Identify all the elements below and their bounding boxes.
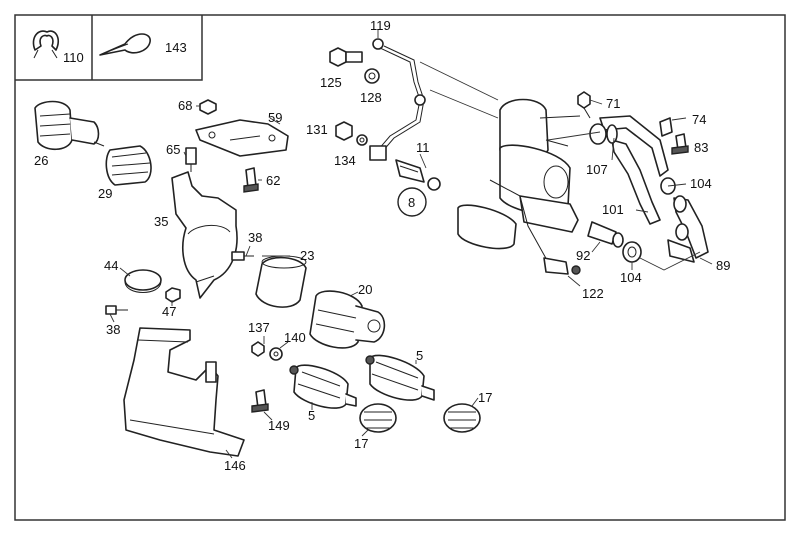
callout-74: 74 [692,112,706,127]
part-71-fitting [577,91,591,119]
part-fitting-sleeve [369,145,387,161]
callout-128: 128 [360,90,382,105]
callout-149: 149 [268,418,290,433]
callout-89: 89 [716,258,730,273]
callout-68: 68 [178,98,192,113]
part-137-nut [251,341,265,357]
part-128-washer [364,68,380,84]
callout-119: 119 [370,18,391,33]
callout-leaders [109,30,713,459]
part-23-ring [255,255,307,308]
part-92-hose-piece [587,221,624,248]
outer-frame [14,14,786,521]
part-104-clamp-b [622,241,642,263]
callout-38-a: 38 [248,230,262,245]
part-29-sleeve [105,145,152,186]
part-134-washer [356,134,368,146]
clip-icon [32,30,60,59]
part-38-screw-b [105,305,128,315]
part-62-screw [243,167,259,193]
part-125-banjo-bolt [329,47,363,67]
part-122-sensor [457,179,581,275]
callout-134: 134 [334,153,356,168]
callout-5-right: 5 [416,348,423,363]
callout-101: 101 [602,202,624,217]
callout-44: 44 [104,258,118,273]
part-11-check-valve [395,159,425,183]
part-washer-small [427,177,441,191]
callout-29: 29 [98,186,112,201]
callout-140: 140 [284,330,306,345]
part-131-nut [335,121,353,141]
part-146-guard-shield [123,327,245,457]
callout-8: 8 [408,195,415,210]
callout-104-lower: 104 [620,270,642,285]
callout-62: 62 [266,173,280,188]
part-20-fuel-filter [309,290,386,349]
callout-71: 71 [606,96,620,111]
part-5-fuel-pump-b [365,354,435,401]
callout-11: 11 [416,140,430,155]
callout-65: 65 [166,142,180,157]
callout-104-upper: 104 [690,176,712,191]
callout-59: 59 [268,110,282,125]
part-83-screw [671,133,689,155]
part-44-hose-clamp [124,269,162,293]
part-26-rubber-boot [34,100,105,151]
callout-23: 23 [300,248,314,263]
part-17-clamp-b [443,403,481,433]
legend-box: 110 143 [15,15,203,81]
part-74-bracket [659,117,673,137]
callout-83: 83 [694,140,708,155]
callout-131: 131 [306,122,328,137]
part-5-fuel-pump-a [289,364,357,409]
callout-92: 92 [576,248,590,263]
part-140-lock-washer [269,347,283,361]
part-89-hose [667,195,709,263]
part-107-clamp [589,123,618,145]
assembly-guide-lines [419,61,701,271]
callout-labels: 119 125 128 131 134 11 8 71 74 83 107 10… [34,18,730,473]
callout-17-left: 17 [354,436,368,451]
callout-8-circle [397,187,427,217]
callout-20: 20 [358,282,372,297]
cable-tie-icon [99,33,151,56]
callout-137: 137 [248,320,270,335]
callout-47: 47 [162,304,176,319]
part-fuel-accumulator [499,98,581,233]
callout-107: 107 [586,162,608,177]
part-65-bolt [185,147,197,172]
part-119-fuel-line [372,38,426,153]
part-35-clamp-bracket [171,171,238,299]
callout-26: 26 [34,153,48,168]
callout-122: 122 [582,286,604,301]
part-17-clamp-a [359,403,397,433]
legend-callout-110: 110 [63,50,84,65]
part-38-screw-a [231,251,254,261]
part-149-screw [251,389,269,413]
callout-146: 146 [224,458,246,473]
callout-17-right: 17 [478,390,492,405]
part-59-bracket [195,119,289,157]
callout-35: 35 [154,214,168,229]
callout-5-left: 5 [308,408,315,423]
part-47-nut [165,287,181,303]
part-68-nut [199,99,217,115]
legend-callout-143: 143 [165,40,187,55]
callout-38-b: 38 [106,322,120,337]
callout-125: 125 [320,75,342,90]
